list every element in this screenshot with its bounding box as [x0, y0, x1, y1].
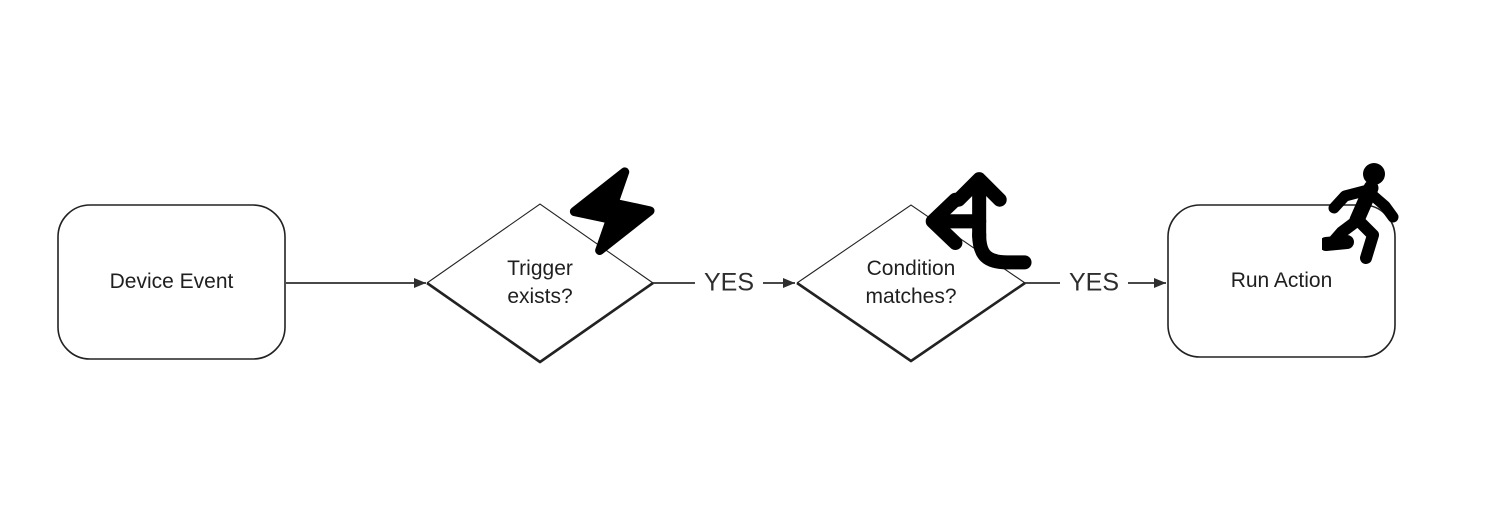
node-condition-matches-shape-bottom: [796, 281, 1026, 363]
lightning-bolt-icon: [569, 167, 655, 255]
node-trigger-exists-shape-bottom: [426, 281, 654, 364]
edge-label-yes-2: YES: [1059, 268, 1129, 298]
running-person-icon: [1322, 163, 1399, 264]
node-device-event-shape: [57, 204, 286, 360]
edge-label-yes-1: YES: [694, 268, 764, 298]
node-condition-matches-fill: [797, 205, 1025, 361]
split-directions-icon: [925, 172, 1032, 270]
node-trigger-exists-shape-top: [426, 203, 654, 284]
